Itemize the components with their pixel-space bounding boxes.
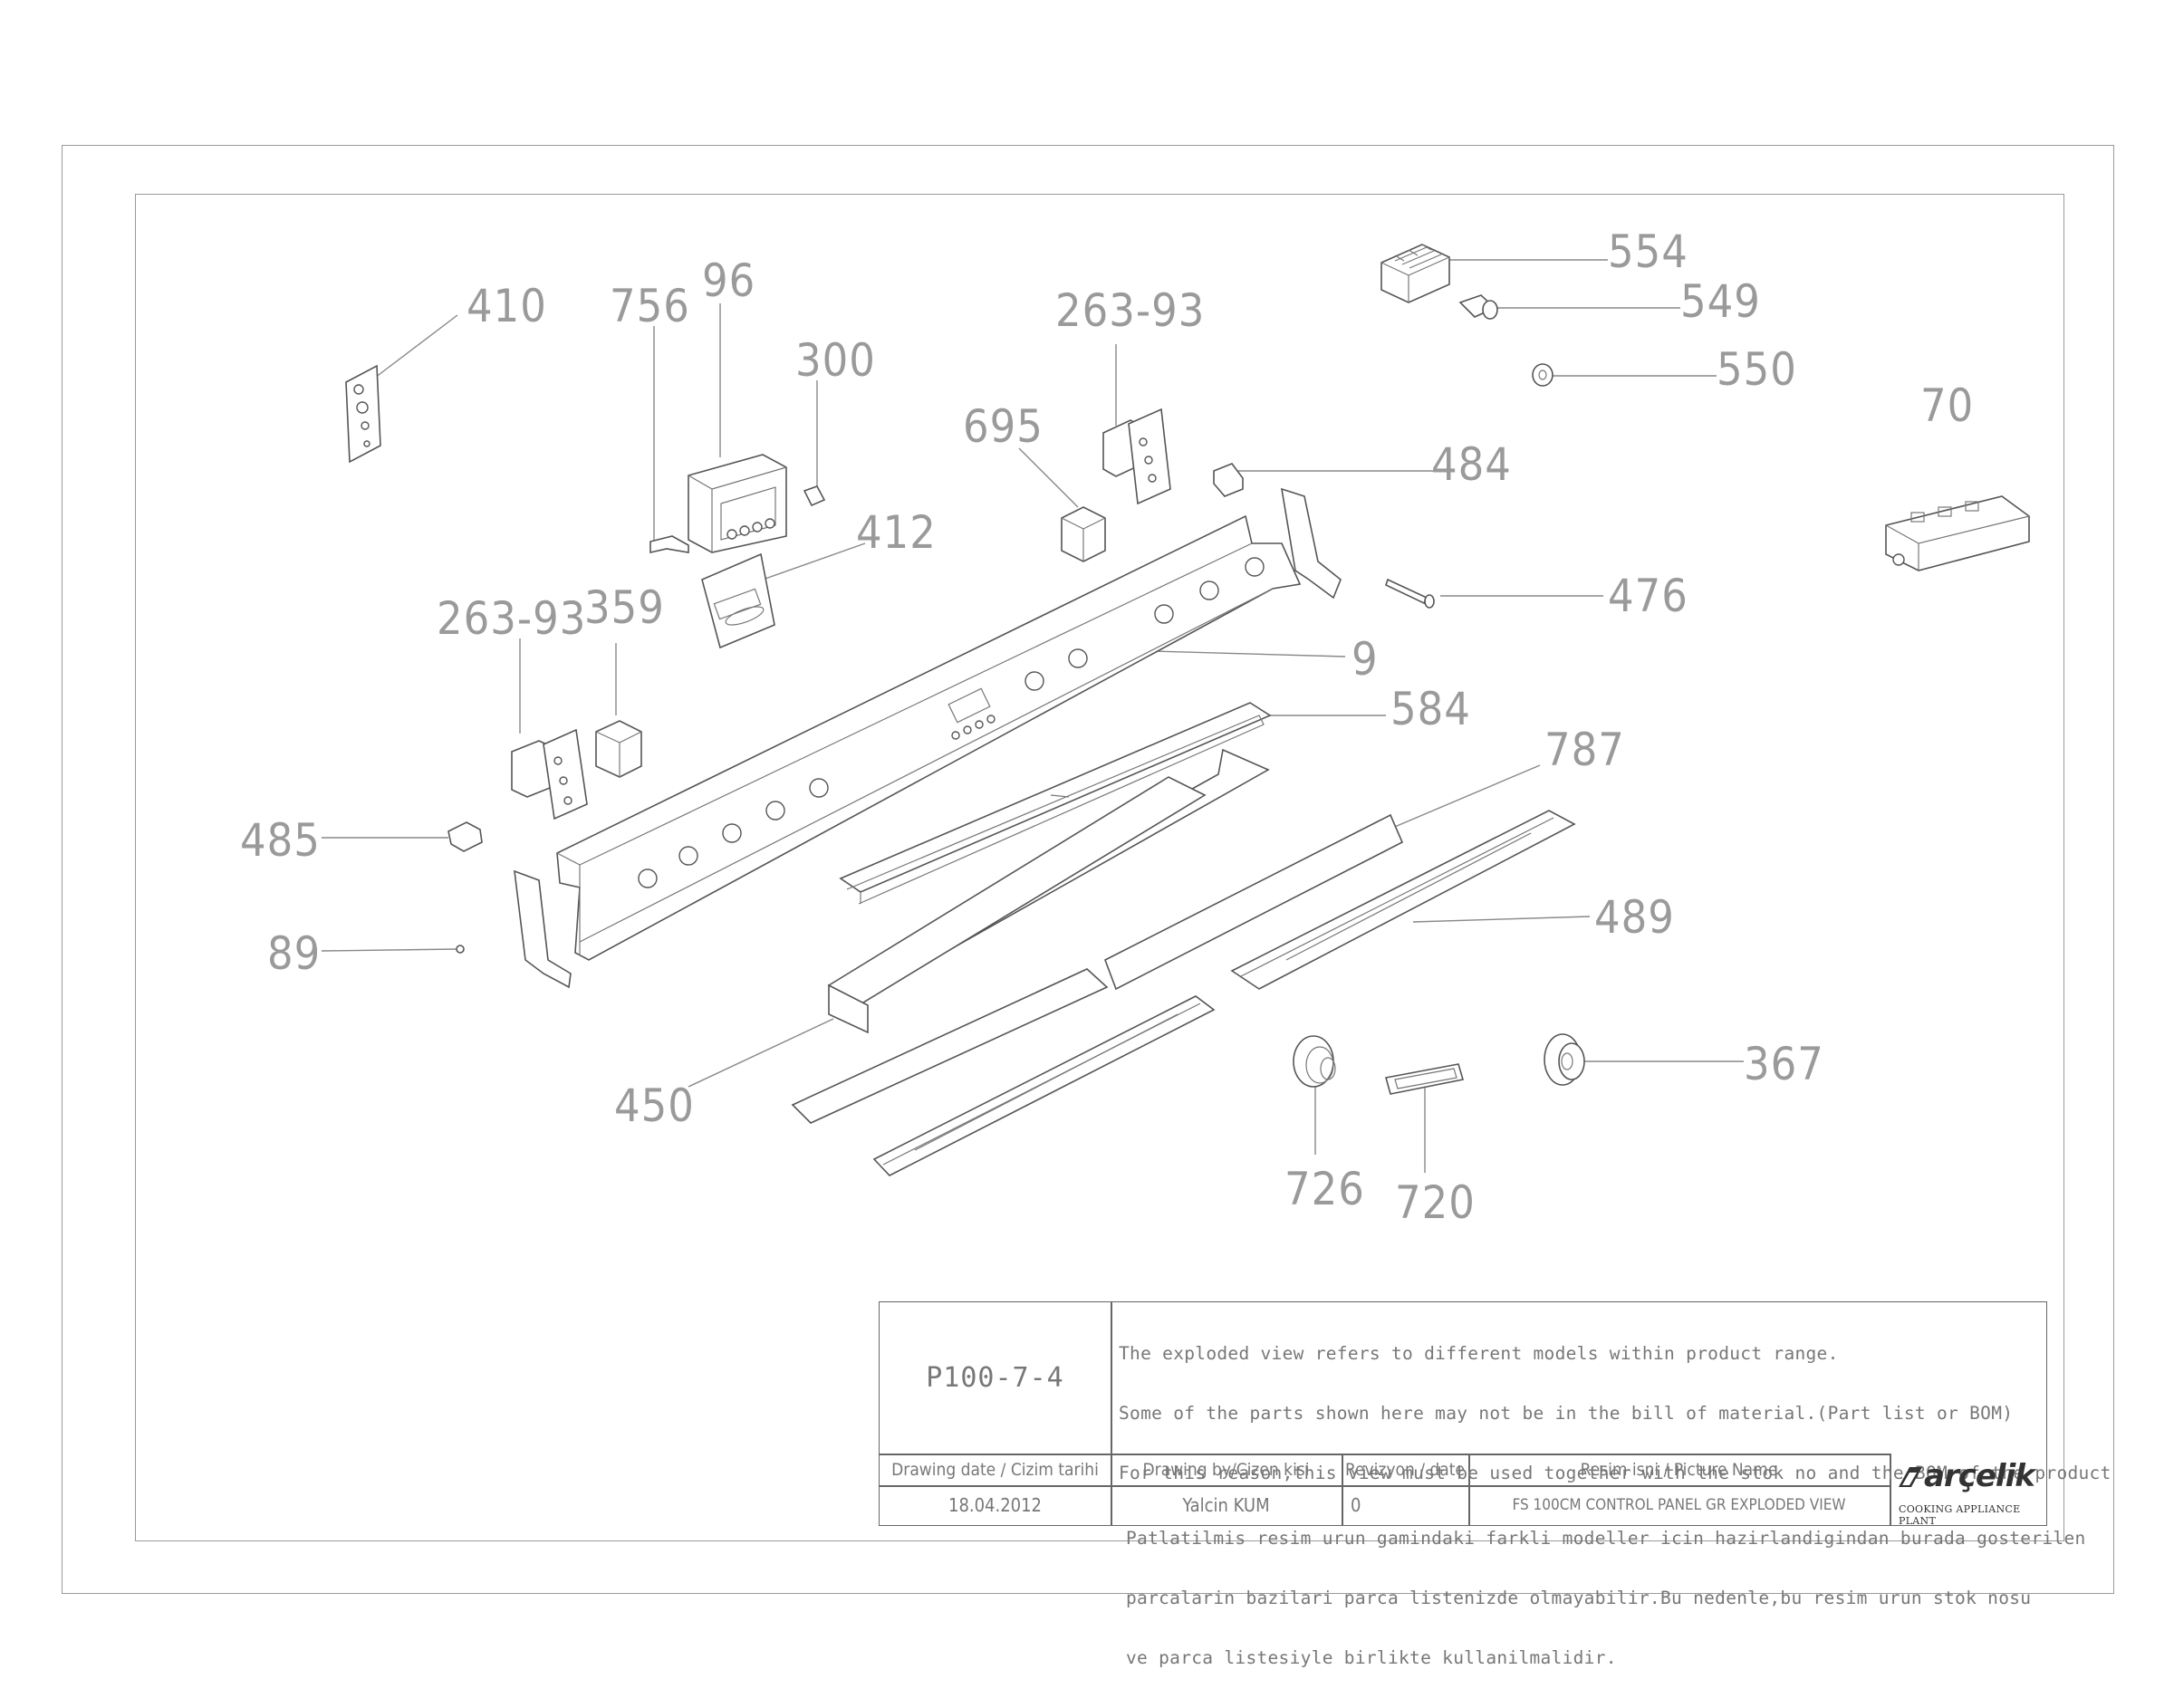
callout-367: 367: [1744, 1038, 1824, 1090]
note-en-1: The exploded view refers to different mo…: [1119, 1343, 1839, 1364]
callout-554: 554: [1608, 225, 1688, 278]
part-695-box: [1061, 506, 1106, 562]
logo-brand: arçelik: [1924, 1458, 2035, 1494]
part-450-sheets: [791, 748, 1270, 1124]
part-584-rail: [839, 702, 1272, 905]
part-720-emblem: [1384, 1063, 1465, 1095]
callout-476: 476: [1608, 570, 1688, 622]
title-block: P100-7-4 The exploded view refers to dif…: [879, 1301, 2111, 1668]
part-70-housing: [1885, 495, 2030, 571]
panel-side-bracket-left: [514, 869, 572, 989]
part-359-box: [595, 720, 642, 778]
header-picture-name: Resim isni / Picture Name: [1580, 1459, 1778, 1480]
callout-484: 484: [1431, 438, 1512, 491]
part-412-bezel: [701, 552, 775, 649]
drawing-code: P100-7-4: [926, 1362, 1064, 1394]
callout-89: 89: [267, 927, 321, 980]
note-tr-2: parcalarin bazilari parca listenizde olm…: [1126, 1588, 2032, 1608]
part-787-sheet: [1103, 813, 1404, 991]
callout-787: 787: [1544, 724, 1625, 776]
callout-labels: 410 756 96 300 263-93 695 554 549 550 70…: [240, 225, 1974, 1229]
callout-410: 410: [467, 280, 547, 332]
part-263-93-switch-top: [1102, 408, 1171, 505]
callout-412: 412: [856, 506, 937, 559]
part-367-knob: [1544, 1033, 1585, 1086]
part-410-plate: [345, 364, 381, 464]
callout-263-93-top: 263-93: [1055, 284, 1205, 337]
arcelik-logo-icon: [1899, 1467, 1922, 1487]
header-revision: Revizyon / date: [1345, 1459, 1465, 1480]
callout-96: 96: [702, 254, 755, 307]
value-revision: 0: [1351, 1494, 1361, 1516]
drawing-frame-outer: [62, 145, 2114, 1594]
header-drawing-by: Drawing by/Cizen kisi: [1142, 1459, 1310, 1480]
part-549-knob: [1458, 294, 1498, 320]
part-756-bracket: [649, 535, 689, 553]
callout-359: 359: [584, 581, 665, 634]
panel-side-bracket-right: [1280, 487, 1342, 600]
callout-485: 485: [240, 814, 321, 867]
lower-strip-left: [872, 995, 1216, 1176]
callout-720: 720: [1395, 1176, 1476, 1229]
value-picture-name: FS 100CM CONTROL PANEL GR EXPLODED VIEW: [1512, 1496, 1846, 1514]
value-drawing-date: 18.04.2012: [948, 1494, 1042, 1516]
callout-300: 300: [795, 334, 876, 387]
part-263-93-switch-left: [511, 728, 588, 820]
callout-550: 550: [1717, 343, 1797, 396]
part-554-block: [1380, 244, 1450, 303]
notes: The exploded view refers to different mo…: [1115, 1304, 2111, 1668]
part-726-knob: [1293, 1035, 1336, 1088]
part-550-washer: [1532, 363, 1554, 387]
callout-549: 549: [1680, 275, 1761, 328]
callout-70: 70: [1920, 379, 1974, 432]
note-en-3: For this reason,this view must be used t…: [1119, 1463, 2111, 1483]
note-en-2: Some of the parts shown here may not be …: [1119, 1403, 2014, 1424]
callout-263-93-left: 263-93: [437, 592, 586, 645]
callout-726: 726: [1284, 1163, 1365, 1215]
callout-450: 450: [614, 1079, 695, 1132]
part-485-bracket: [447, 821, 483, 852]
part-476-pin: [1385, 578, 1435, 609]
callout-584: 584: [1390, 683, 1471, 735]
callout-756: 756: [610, 280, 690, 332]
logo-subtitle: COOKING APPLIANCE PLANT: [1899, 1503, 2021, 1527]
callout-9: 9: [1352, 633, 1379, 686]
note-tr-1: Patlatilmis resim urun gamindaki farkli …: [1126, 1528, 2086, 1549]
header-drawing-date: Drawing date / Cizim tarihi: [891, 1459, 1099, 1480]
brand-logo: arçelik COOKING APPLIANCE PLANT: [1890, 1454, 2045, 1527]
callout-489: 489: [1594, 891, 1675, 944]
value-drawing-by: Yalcin KUM: [1182, 1494, 1270, 1516]
callout-695: 695: [963, 400, 1044, 453]
leader-lines: [321, 259, 1744, 1173]
part-96-timer: [688, 454, 787, 553]
part-89-screw: [456, 945, 465, 954]
part-484-bracket: [1213, 463, 1244, 497]
drawing-frame-inner: [135, 194, 2064, 1541]
part-9-control-panel: [556, 514, 1302, 961]
part-300-knob: [803, 485, 826, 507]
note-tr-3: ve parca listesiyle birlikte kullanilmal…: [1126, 1647, 1617, 1668]
part-489-strip: [1230, 810, 1576, 990]
